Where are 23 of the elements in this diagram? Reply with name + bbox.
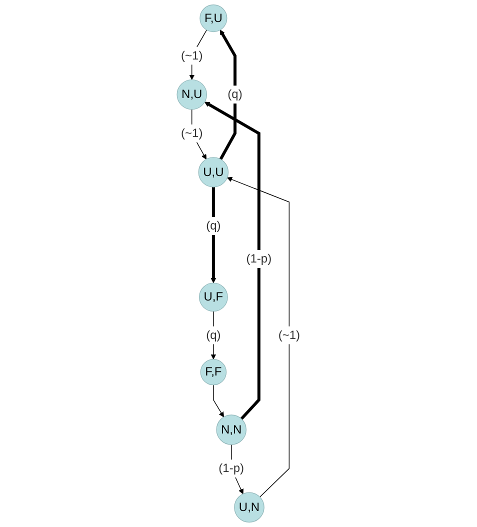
edge-label: (1-p) — [246, 252, 272, 266]
arrow — [204, 102, 260, 420]
arrow — [210, 310, 216, 360]
node-circle: N,U — [176, 79, 207, 110]
node-circle: U,F — [198, 282, 228, 312]
arrow — [191, 109, 206, 160]
edge-label: (~1) — [181, 49, 203, 62]
arrow — [210, 187, 216, 284]
edge-label: (~1) — [181, 126, 203, 140]
node-circle: F,F — [200, 358, 227, 386]
edge-label: (q) — [228, 88, 242, 102]
arrow — [219, 30, 236, 160]
edge-label: (1-p) — [218, 462, 244, 476]
arrow — [189, 30, 208, 80]
node-circle: U,U — [198, 157, 229, 188]
node-circle: N,N — [216, 414, 246, 445]
edge-label: (q) — [206, 328, 221, 342]
arrow — [226, 176, 290, 498]
edge-label: (q) — [206, 219, 221, 233]
node-circle: U,N — [234, 492, 264, 522]
edge-label: (~1) — [278, 328, 300, 342]
arrow — [213, 384, 224, 418]
node-circle: F,U — [200, 4, 228, 32]
